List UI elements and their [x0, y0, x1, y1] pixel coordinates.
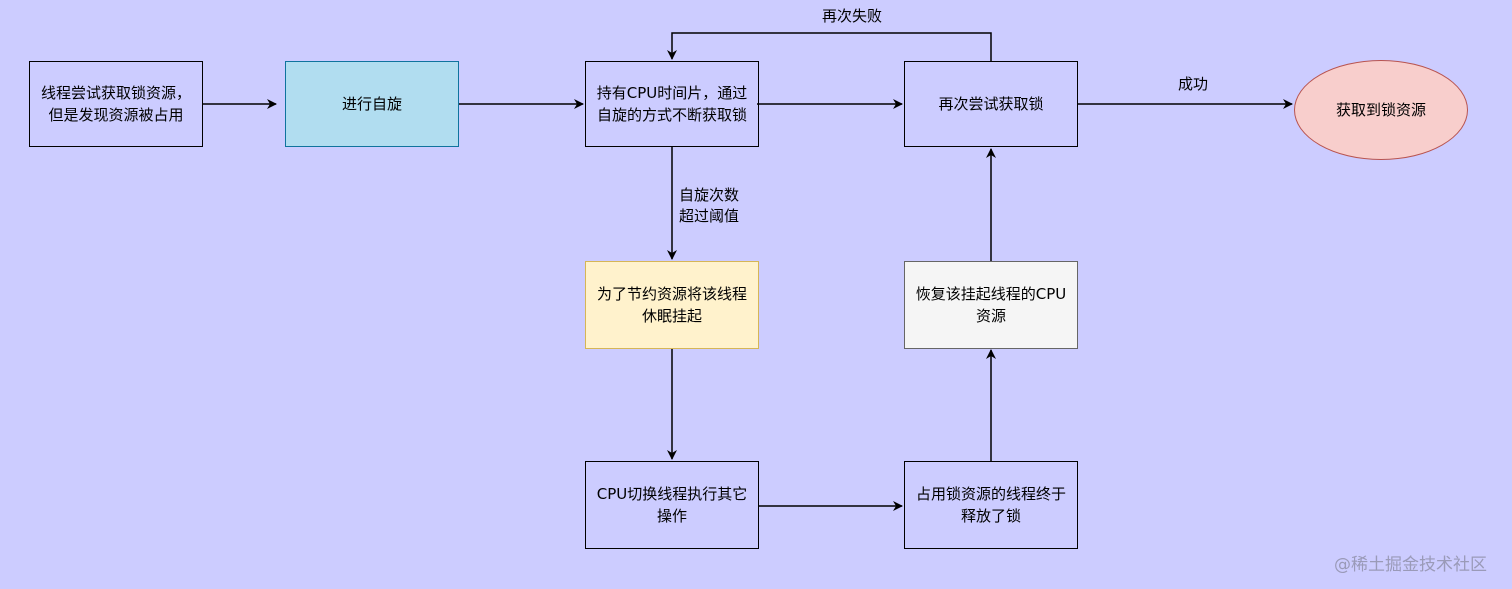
watermark: @稀土掘金技术社区 [1334, 555, 1487, 575]
node-spin-label: 进行自旋 [341, 95, 402, 113]
label-spin-exceeded-line2: 超过阈值 [679, 207, 740, 225]
node-retry-acquire: 再次尝试获取锁 [904, 61, 1078, 147]
node-resume-cpu-label: 恢复该挂起线程的CPU资源 [915, 285, 1067, 325]
label-spin-exceeded-line1: 自旋次数 [679, 186, 740, 204]
node-try-acquire-lock: 线程尝试获取锁资源，但是发现资源被占用 [29, 61, 203, 147]
node-spin: 进行自旋 [285, 61, 459, 147]
node-lock-released-label: 占用锁资源的线程终于释放了锁 [915, 485, 1066, 525]
node-resume-cpu: 恢复该挂起线程的CPU资源 [904, 261, 1078, 349]
node-hold-cpu-spin-label: 持有CPU时间片，通过自旋的方式不断获取锁 [596, 84, 748, 124]
node-hold-cpu-spin: 持有CPU时间片，通过自旋的方式不断获取锁 [585, 61, 759, 147]
node-try-acquire-lock-label: 线程尝试获取锁资源，但是发现资源被占用 [40, 84, 191, 124]
node-retry-acquire-label: 再次尝试获取锁 [938, 95, 1044, 113]
label-success: 成功 [1178, 75, 1209, 93]
edge-retry-fail-loop [667, 32, 992, 61]
node-cpu-switch: CPU切换线程执行其它操作 [585, 461, 759, 549]
node-lock-acquired-label: 获取到锁资源 [1335, 101, 1426, 119]
node-suspend-thread-label: 为了节约资源将该线程休眠挂起 [596, 285, 747, 325]
node-cpu-switch-label: CPU切换线程执行其它操作 [596, 485, 748, 525]
label-retry-fail: 再次失败 [822, 7, 883, 25]
node-lock-released: 占用锁资源的线程终于释放了锁 [904, 461, 1078, 549]
node-suspend-thread: 为了节约资源将该线程休眠挂起 [585, 261, 759, 349]
node-lock-acquired: 获取到锁资源 [1294, 60, 1468, 160]
